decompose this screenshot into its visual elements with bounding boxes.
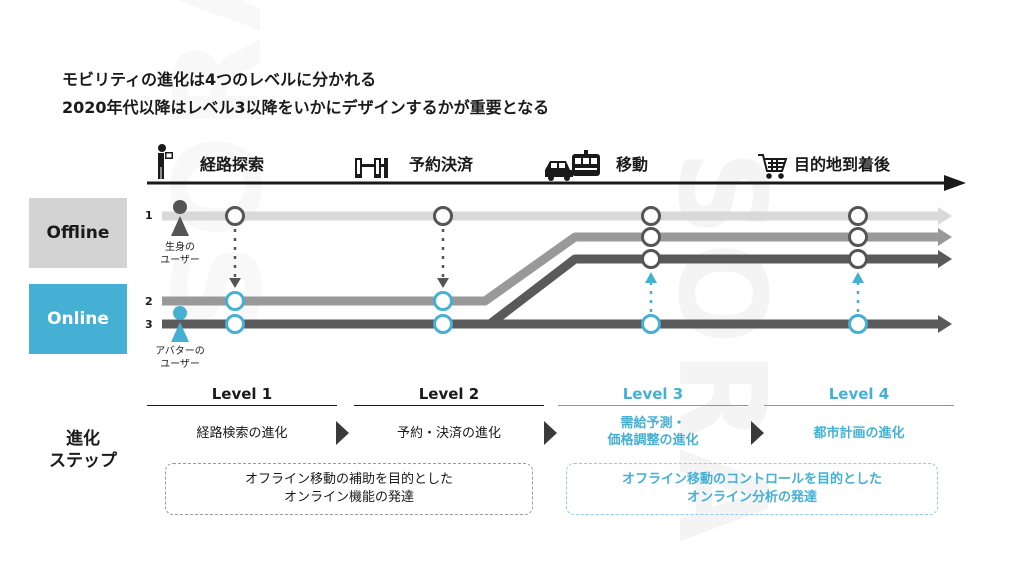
person-reading-map-icon	[158, 144, 173, 179]
level-3-label: Level 3	[622, 385, 684, 403]
stage-label-after-arrival: 目的地到着後	[794, 155, 891, 174]
node-lane2-level2	[433, 291, 453, 311]
step-3-text: 需給予測・ 価格調整の進化	[607, 416, 699, 448]
offline-support-note: オフライン移動の補助を目的とした オンライン機能の発達	[165, 463, 533, 515]
stage-label-booking-payment: 予約決済	[409, 155, 474, 174]
title-line-1: モビリティの進化は4つのレベルに分かれる	[62, 70, 377, 89]
step-2-text: 予約・決済の進化	[396, 426, 501, 441]
lane-2-track	[162, 232, 940, 306]
step-1-text: 経路検索の進化	[196, 426, 288, 441]
node-lane1-level3	[641, 206, 661, 226]
lane-number-1: 1	[145, 209, 153, 222]
avatar-user-icon	[171, 306, 189, 342]
offline-control-note: オフライン移動のコントロールを目的とした オンライン分析の発達	[566, 463, 938, 515]
car-and-train-icon	[545, 150, 600, 181]
lane-3-branch-arrowhead	[938, 250, 952, 268]
title-line-2: 2020年代以降はレベル3以降をいかにデザインするかが重要となる	[62, 98, 550, 117]
node-lane3-branch-level3	[641, 249, 661, 269]
lane-number-3: 3	[145, 318, 153, 331]
stage-label-travel: 移動	[616, 155, 649, 174]
lane-number-2: 2	[145, 295, 153, 308]
level-4-divider	[764, 405, 954, 406]
shopping-cart-icon	[758, 154, 788, 179]
connector-level4-arrowhead	[852, 272, 864, 283]
node-lane3-level4	[848, 314, 868, 334]
node-lane3-level2	[433, 314, 453, 334]
physical-user-icon	[171, 200, 189, 236]
stage-label-route-search: 経路探索	[200, 155, 265, 174]
node-lane3-level1	[225, 314, 245, 334]
lane-1-arrowhead	[938, 207, 952, 225]
ticket-gate-icon	[355, 158, 388, 178]
connector-level3-arrowhead	[645, 272, 657, 283]
node-lane2-level3	[641, 227, 661, 247]
level-3-divider	[558, 405, 748, 406]
timeline-arrowhead	[944, 175, 966, 191]
node-lane2-level1	[225, 291, 245, 311]
node-lane3-level3	[641, 314, 661, 334]
offline-box: Offline	[29, 198, 127, 268]
node-lane1-level2	[433, 206, 453, 226]
step-4-text: 都市計画の進化	[813, 426, 905, 441]
step-arrow-2	[544, 421, 557, 445]
level-1-divider	[147, 405, 337, 406]
level-1-label: Level 1	[211, 385, 273, 403]
lane-2-arrowhead	[938, 228, 952, 246]
node-lane1-level4	[848, 206, 868, 226]
level-4-label: Level 4	[828, 385, 890, 403]
physical-user-label: 生身の ユーザー	[160, 242, 200, 266]
online-box: Online	[29, 284, 127, 354]
node-lane3-branch-level4	[848, 249, 868, 269]
lane-3-arrowhead	[938, 315, 952, 333]
step-arrow-3	[751, 421, 764, 445]
connector-level2-arrowhead	[437, 278, 449, 288]
lane-3-branch-track	[487, 254, 940, 328]
level-2-divider	[354, 405, 544, 406]
connector-level1-arrowhead	[229, 278, 241, 288]
avatar-user-label: アバターの ユーザー	[155, 346, 205, 370]
evolution-steps-label: 進化 ステップ	[49, 429, 117, 471]
node-lane2-level4	[848, 227, 868, 247]
node-lane1-level1	[225, 206, 245, 226]
step-arrow-1	[336, 421, 349, 445]
level-2-label: Level 2	[418, 385, 480, 403]
